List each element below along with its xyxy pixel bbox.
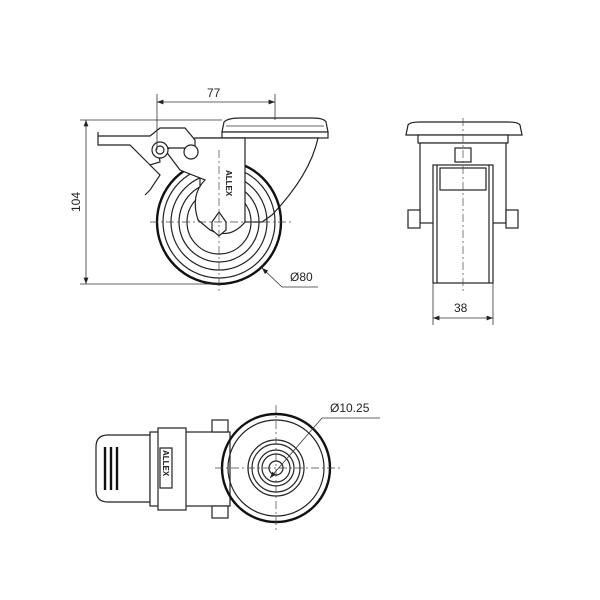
logo-side: ALLEX <box>224 170 233 197</box>
dim-offset: 77 <box>207 86 221 100</box>
dim-wheel-diameter: Ø80 <box>290 270 313 284</box>
logo-bottom: ALLEX <box>161 450 170 477</box>
side-view: ALLEX 77 104 Ø80 <box>69 86 329 294</box>
dim-bore-diameter: Ø10.25 <box>330 401 370 415</box>
bottom-view: ALLEX Ø10.25 <box>95 401 380 530</box>
dim-wheel-width: 38 <box>454 301 468 315</box>
front-view: 38 <box>405 118 523 325</box>
dim-height: 104 <box>69 192 83 212</box>
